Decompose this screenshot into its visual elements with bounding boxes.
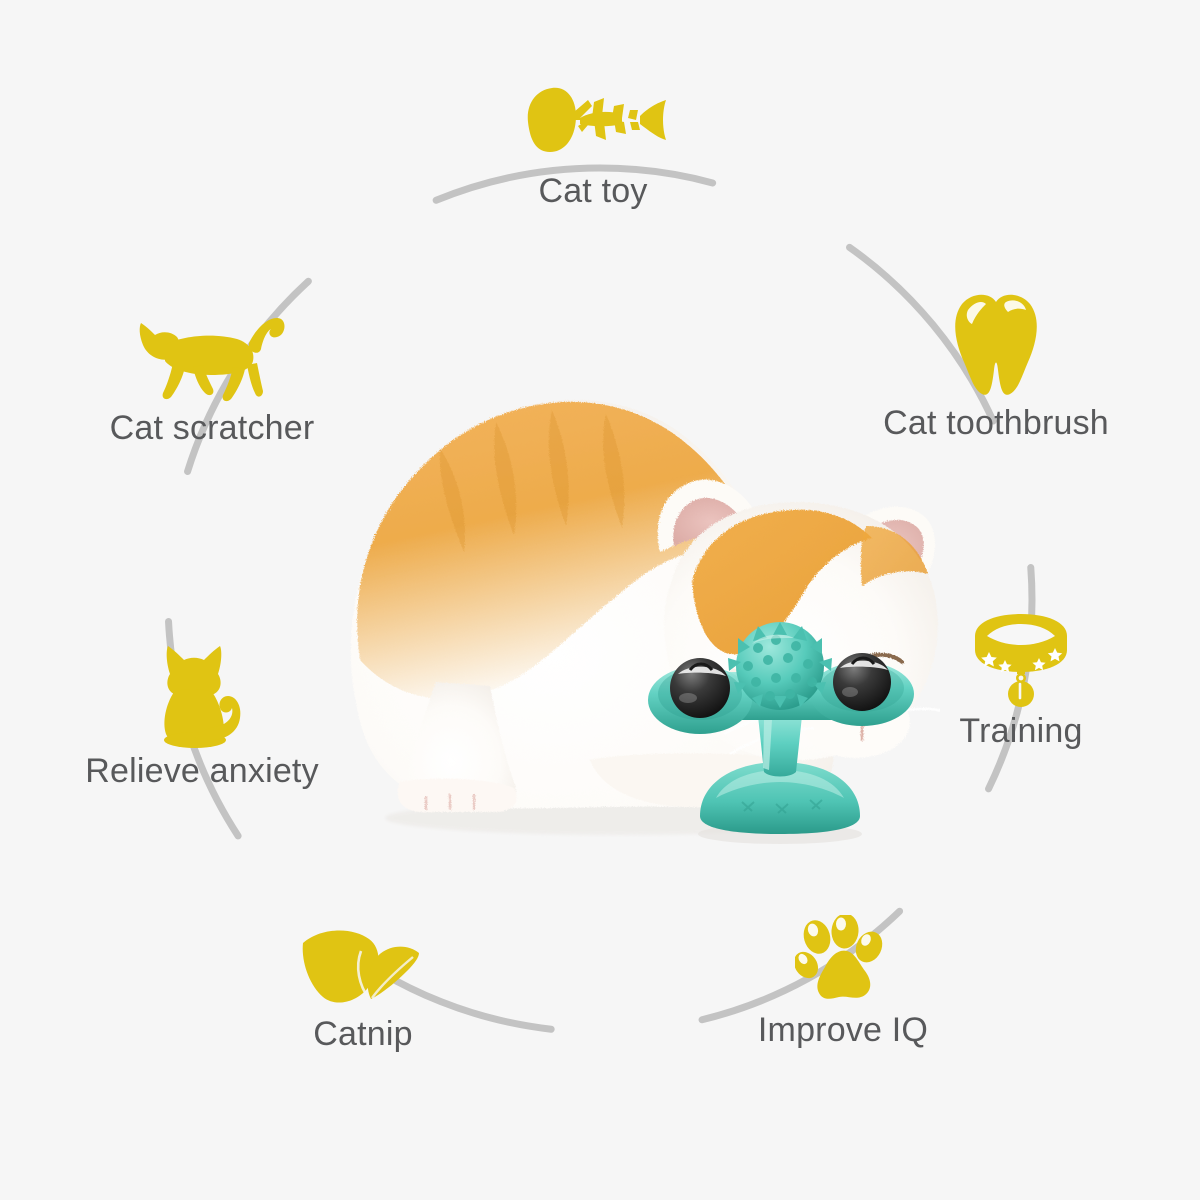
- feature-catnip[interactable]: Catnip: [243, 925, 483, 1051]
- feature-label: Relieve anxiety: [85, 752, 319, 790]
- feature-improve-iq[interactable]: Improve IQ: [718, 915, 968, 1047]
- kitten-front-leg: [405, 682, 517, 810]
- feature-label: Cat scratcher: [109, 409, 315, 447]
- kitten-back-marking: [357, 401, 768, 699]
- kitten-head-marking: [692, 509, 872, 655]
- feature-cat-toy[interactable]: Cat toy: [443, 82, 743, 208]
- feature-label: Cat toy: [538, 172, 648, 210]
- toy-spiky-ball: [728, 622, 832, 710]
- feature-relieve-anxiety[interactable]: Relieve anxiety: [52, 640, 352, 788]
- fish-bone-icon: [527, 87, 666, 152]
- ring-circle: [164, 164, 1036, 1036]
- tooth-icon: [955, 294, 1037, 395]
- feature-cat-toothbrush[interactable]: Cat toothbrush: [846, 290, 1146, 440]
- kitten-paw: [397, 778, 517, 812]
- feature-training[interactable]: Training: [896, 610, 1146, 748]
- paw-print-icon: [795, 915, 883, 999]
- collar-icon: [975, 614, 1067, 707]
- feature-label: Improve IQ: [757, 1011, 929, 1049]
- windmill-cat-toy: [648, 622, 914, 844]
- leaf-icon: [302, 930, 419, 1003]
- walking-cat-icon: [139, 318, 285, 402]
- feature-label: Cat toothbrush: [883, 404, 1109, 442]
- feature-cat-scratcher[interactable]: Cat scratcher: [62, 305, 362, 445]
- kitten-toe-lines: [424, 794, 476, 810]
- toy-base-texture: [741, 799, 823, 814]
- sitting-cat-icon: [164, 646, 241, 748]
- feature-label: Training: [959, 712, 1083, 750]
- feature-label: Catnip: [313, 1015, 413, 1053]
